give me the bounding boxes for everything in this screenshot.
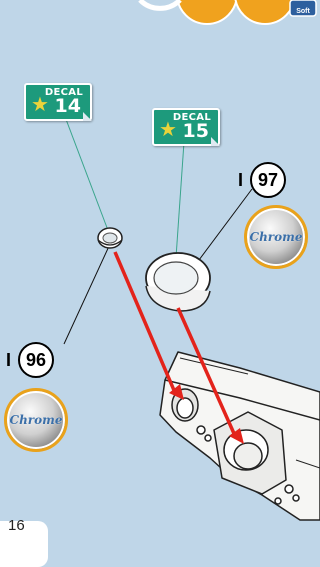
leader-qty-96: [64, 244, 110, 344]
decal-number: 14: [55, 96, 81, 116]
top-number-fragment: [140, 0, 180, 8]
leader-qty-97: [196, 189, 252, 264]
decal-14-label: ★ DECAL 14: [24, 83, 92, 121]
leader-decal-14: [64, 114, 109, 233]
chrome-label: Chrome: [10, 413, 63, 427]
assembly-diagram: Soft: [0, 0, 320, 551]
chrome-badge-left: Chrome: [4, 388, 68, 452]
soft-badge-label: Soft: [296, 8, 310, 15]
decal-number: 15: [183, 121, 209, 141]
part-number-circle: 97: [250, 162, 286, 198]
part-number-circle: 96: [18, 342, 54, 378]
part-quantity-96: I 96: [6, 342, 54, 378]
part-quantity-97: I 97: [238, 162, 286, 198]
small-chrome-ring: [98, 228, 122, 248]
top-badge-left: [177, 0, 237, 24]
decal-fold-corner: [83, 112, 92, 121]
page-number: 16: [8, 517, 25, 534]
star-icon: ★: [159, 120, 177, 140]
decal-fold-corner: [211, 137, 220, 146]
quantity-marker: I: [6, 350, 11, 371]
large-chrome-ring: [146, 253, 210, 311]
chrome-badge-right: Chrome: [244, 205, 308, 269]
decal-15-label: ★ DECAL 15: [152, 108, 220, 146]
quantity-marker: I: [238, 170, 243, 191]
top-badge-right: [235, 0, 295, 24]
star-icon: ★: [31, 95, 49, 115]
chrome-label: Chrome: [250, 230, 303, 244]
